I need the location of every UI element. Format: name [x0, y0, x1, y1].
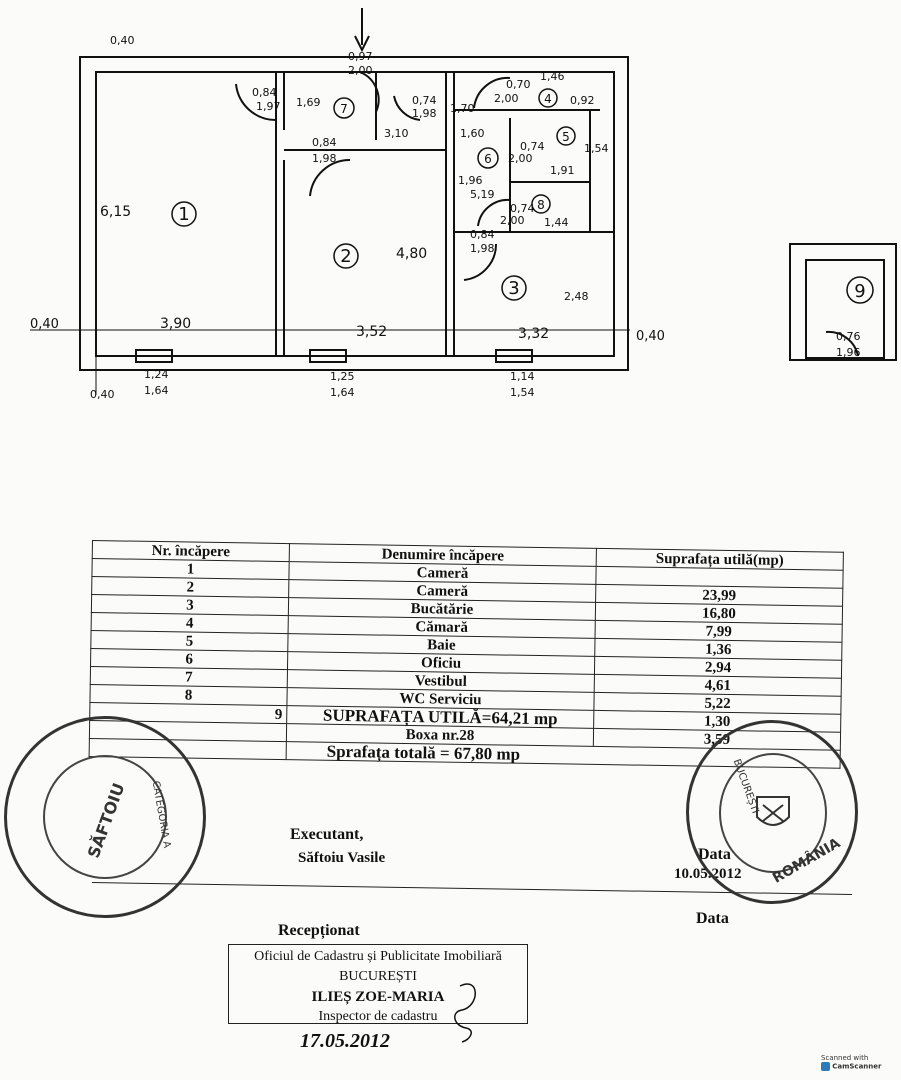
- dim-bottom-left: 0,40: [90, 388, 115, 401]
- dim-r8-a: 0,74: [510, 202, 535, 215]
- room-number-5: 5: [562, 130, 570, 144]
- dim-hall-door-b: 1,98: [312, 152, 337, 165]
- dim-r8-b: 2,00: [500, 214, 525, 227]
- stamp-left: SĂFTOIU CATEGORIA A: [4, 716, 206, 918]
- camscanner-icon: [821, 1062, 830, 1071]
- receipt-inspector-role: Inspector de cadastru: [318, 1009, 438, 1024]
- storage-box-9: [789, 243, 897, 361]
- dim-r8-c: 1,44: [544, 216, 569, 229]
- dim-r5-a: 0,74: [520, 140, 545, 153]
- dim-198: 1,98: [412, 107, 437, 120]
- room-number-9: 9: [854, 281, 865, 302]
- dim-win2-b: 1,64: [330, 386, 355, 399]
- dim-right-wall: 0,40: [636, 329, 665, 344]
- executant-name: Săftoiu Vasile: [298, 850, 386, 866]
- coat-of-arms-icon: [756, 796, 790, 826]
- dim-r7-door-b: 1,97: [256, 100, 281, 113]
- receipt-office: Oficiul de Cadastru și Publicitate Imobi…: [254, 949, 502, 964]
- dim-door-top-b: 2,00: [348, 64, 373, 77]
- util-label: SUPRAFAȚA UTILĂ=64,21: [322, 705, 530, 728]
- dim-room2-height: 4,80: [396, 246, 427, 262]
- data-label-2: Data: [696, 910, 729, 927]
- door-swing-7: [235, 83, 277, 122]
- dim-room1-width: 3,90: [160, 316, 191, 332]
- dim-door-top-a: 0,97: [348, 50, 373, 63]
- dim-170: 1,70: [450, 102, 475, 115]
- receipt-date: 17.05.2012: [300, 1030, 390, 1052]
- dim-074: 0,74: [412, 94, 437, 107]
- receipt-inspector-name: ILIEȘ ZOE-MARIA: [311, 989, 445, 1005]
- dim-hall-door-a: 0,84: [312, 136, 337, 149]
- receipt-city: BUCUREȘTI: [339, 969, 417, 984]
- dim-r9-b: 1,96: [836, 346, 861, 359]
- signature: [454, 983, 476, 1043]
- dim-room3-width: 3,32: [518, 326, 549, 342]
- dim-r3-door-a: 0,84: [470, 228, 495, 241]
- dim-left-wall: 0,40: [30, 317, 59, 332]
- received-label: Recepționat: [278, 922, 360, 939]
- dim-win2-a: 1,25: [330, 370, 355, 383]
- dim-room3-height: 2,48: [564, 290, 589, 303]
- room-number-6: 6: [484, 152, 492, 166]
- dim-win3-b: 1,54: [510, 386, 535, 399]
- window-1: [135, 349, 173, 363]
- receipt-box: Oficiul de Cadastru și Publicitate Imobi…: [228, 944, 528, 1024]
- room-number-3: 3: [508, 278, 519, 299]
- total-value: 67,80 mp: [453, 743, 521, 764]
- floor-plan: 1 2 3 4 5 6 7 8 9 0,40 0,97 2,00 0,84 1,…: [30, 8, 897, 401]
- dim-win3-a: 1,14: [510, 370, 535, 383]
- dim-room1-height: 6,15: [100, 204, 131, 220]
- room-number-1: 1: [178, 204, 189, 225]
- dim-r6-b: 5,19: [470, 188, 495, 201]
- dim-room2-width: 3,52: [356, 324, 387, 340]
- dim-r6-a: 1,96: [458, 174, 483, 187]
- dim-r3-door-b: 1,98: [470, 242, 495, 255]
- camscanner-caption: Scanned with: [821, 1054, 869, 1062]
- dim-win1-a: 1,24: [144, 368, 169, 381]
- room-number-7: 7: [340, 102, 348, 116]
- dim-r5-d: 1,91: [550, 164, 575, 177]
- dim-hall-length: 3,10: [384, 127, 409, 140]
- dim-r5-c: 1,54: [584, 142, 609, 155]
- dim-win1-b: 1,64: [144, 384, 169, 397]
- util-unit: mp: [533, 708, 558, 728]
- camscanner-badge: Scanned with CamScanner: [821, 1054, 895, 1076]
- dim-160: 1,60: [460, 127, 485, 140]
- dim-r5-b: 2,00: [508, 152, 533, 165]
- dim-r4-d: 0,92: [570, 94, 595, 107]
- window-2: [309, 349, 347, 363]
- dim-r4-a: 0,70: [506, 78, 531, 91]
- dim-top-left: 0,40: [110, 34, 135, 47]
- dim-r7-width: 1,69: [296, 96, 321, 109]
- stamp-right: ROMÂNIA BUCUREȘTI: [686, 720, 858, 904]
- dim-r4-c: 1,46: [540, 70, 565, 83]
- room-number-8: 8: [537, 198, 545, 212]
- camscanner-name: CamScanner: [832, 1062, 882, 1071]
- dim-r9-a: 0,76: [836, 330, 861, 343]
- total-label: Sprafața totală =: [326, 741, 450, 763]
- window-3: [495, 349, 533, 363]
- outer-wall: [79, 56, 629, 371]
- dim-r7-door-a: 0,84: [252, 86, 277, 99]
- executant-label: Executant,: [290, 826, 364, 843]
- room-number-2: 2: [340, 246, 351, 267]
- room-number-4: 4: [544, 92, 552, 106]
- dim-r4-b: 2,00: [494, 92, 519, 105]
